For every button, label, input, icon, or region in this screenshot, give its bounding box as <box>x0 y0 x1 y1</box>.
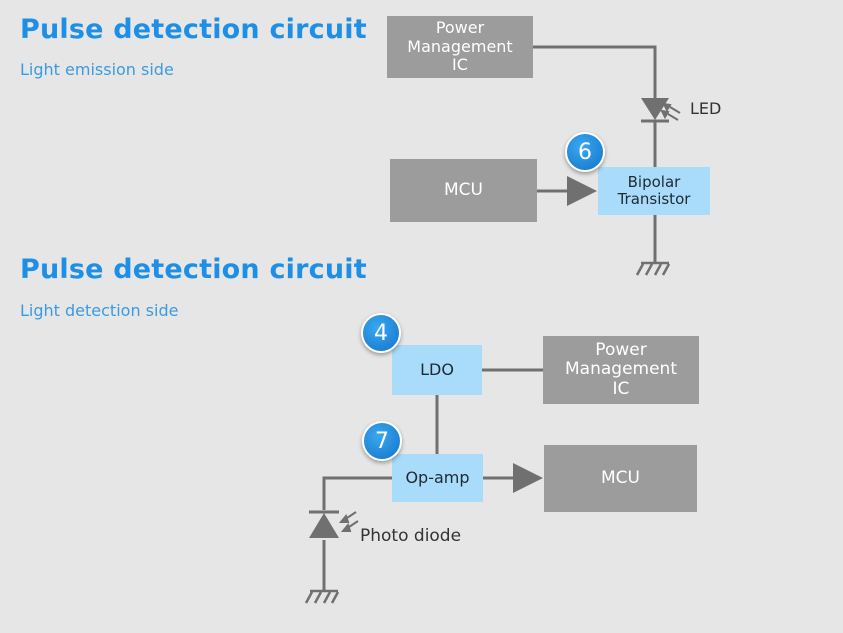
led-icon <box>641 98 681 123</box>
emission-title: Pulse detection circuit <box>20 14 367 45</box>
ground-icon <box>635 261 671 276</box>
detection-mcu-label: MCU <box>601 467 640 488</box>
detection-mcu-block: MCU <box>544 445 697 512</box>
emission-pmic-block: Power Management IC <box>387 16 533 78</box>
detection-title: Pulse detection circuit <box>20 254 367 285</box>
ground-icon <box>304 589 340 604</box>
transistor-label: Bipolar Transistor <box>617 172 691 208</box>
emission-mcu-label: MCU <box>444 179 483 200</box>
ldo-label: LDO <box>420 359 454 379</box>
opamp-label: Op-amp <box>405 467 470 487</box>
step-badge-7: 7 <box>362 421 402 461</box>
wire-pmic-to-led <box>533 45 657 98</box>
detection-subtitle: Light detection side <box>20 301 179 320</box>
led-label: LED <box>690 99 722 118</box>
photodiode-icon <box>309 510 359 538</box>
step-badge-4: 4 <box>361 313 401 353</box>
step-badge-6: 6 <box>565 132 605 172</box>
photodiode-label: Photo diode <box>360 526 462 546</box>
bipolar-transistor-block: Bipolar Transistor <box>598 167 710 215</box>
ldo-block: LDO <box>392 345 482 395</box>
wire-opamp-to-photodiode <box>322 476 392 510</box>
opamp-block: Op-amp <box>392 454 483 502</box>
emission-pmic-label: Power Management IC <box>407 18 513 75</box>
emission-mcu-block: MCU <box>390 159 537 222</box>
detection-pmic-label: Power Management IC <box>565 339 677 399</box>
emission-subtitle: Light emission side <box>20 60 174 79</box>
detection-pmic-block: Power Management IC <box>543 336 699 404</box>
